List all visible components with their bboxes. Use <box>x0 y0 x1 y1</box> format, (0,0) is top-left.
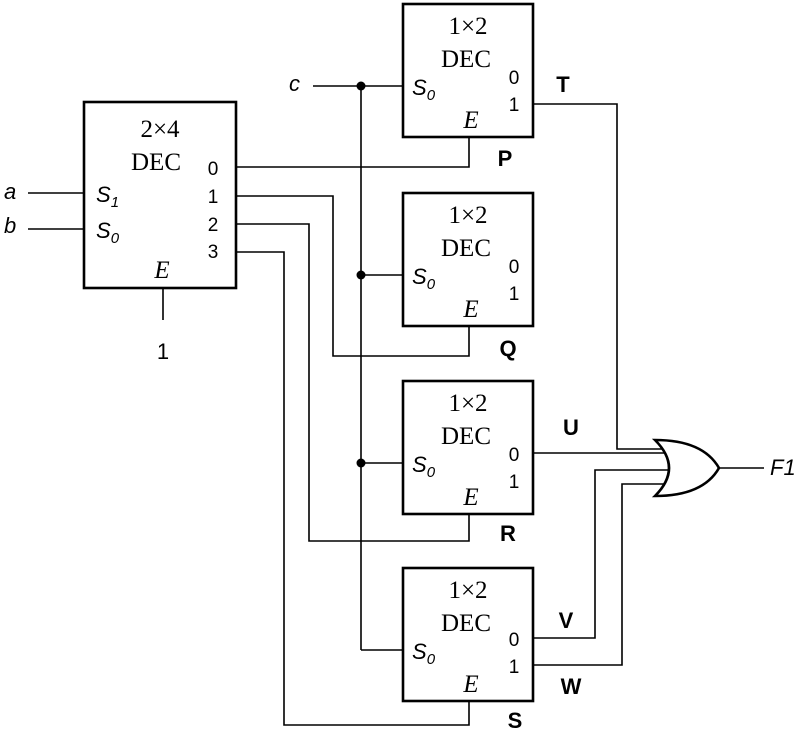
decoder-2x4-out1: 1 <box>208 187 219 208</box>
decoder-r-enable: E <box>462 484 478 511</box>
decoder-r-s0: S0 <box>412 452 436 481</box>
decoder-2x4-enable: E <box>153 257 169 284</box>
junction-dot <box>356 81 366 91</box>
decoder-r-out0: 0 <box>509 445 520 466</box>
decoder-2x4-title-dec: DEC <box>131 149 181 176</box>
decoder-r-out1: 1 <box>509 472 520 493</box>
decoder-r-title-size: 1×2 <box>448 390 487 417</box>
decoder-s-out0: 0 <box>509 630 520 651</box>
decoder-q-label: Q <box>499 336 516 361</box>
decoder-s: 1×2 DEC 0 1 S0 E S <box>401 566 535 733</box>
decoder-p-s0: S0 <box>412 75 436 104</box>
junction-dot <box>356 458 366 468</box>
decoder-p-box <box>401 2 535 139</box>
wire-out1-to-q-enable <box>236 195 470 357</box>
decoder-p-out0: 0 <box>509 68 520 89</box>
wire-V <box>533 469 672 639</box>
decoder-q-title-dec: DEC <box>441 235 491 262</box>
decoder-2x4-out2: 2 <box>208 215 219 236</box>
or-gate <box>651 438 721 498</box>
signal-T-label: T <box>556 72 570 97</box>
decoder-s-title-size: 1×2 <box>448 577 487 604</box>
input-a-label: a <box>4 179 16 204</box>
wires <box>28 85 764 726</box>
decoder-s-title-dec: DEC <box>441 610 491 637</box>
decoder-2x4-s1: S1 <box>96 182 119 211</box>
decoder-2x4-box <box>82 100 238 290</box>
decoder-r-title-dec: DEC <box>441 423 491 450</box>
decoder-p: 1×2 DEC 0 1 S0 E P <box>401 2 535 171</box>
input-c-label: c <box>289 71 300 96</box>
signal-V-label: V <box>559 608 574 633</box>
decoder-p-out1: 1 <box>509 95 520 116</box>
signal-W-label: W <box>561 674 582 699</box>
decoder-q-box <box>401 191 535 328</box>
decoder-q-s0: S0 <box>412 264 436 293</box>
output-F1-label: F1 <box>770 455 796 480</box>
decoder-r: 1×2 DEC 0 1 S0 E R <box>401 379 535 546</box>
signal-U-label: U <box>563 415 579 440</box>
decoder-q-enable: E <box>462 296 478 323</box>
decoder-q-out1: 1 <box>509 284 520 305</box>
decoder-2x4-out0: 0 <box>208 159 219 180</box>
junction-dot <box>356 270 366 280</box>
decoder-p-enable: E <box>462 107 478 134</box>
decoder-s-label: S <box>508 708 523 733</box>
decoder-2x4-s0: S0 <box>96 218 120 247</box>
decoder-r-box <box>401 379 535 516</box>
decoder-q-title-size: 1×2 <box>448 202 487 229</box>
decoder-p-label: P <box>498 146 513 171</box>
decoder-2x4-out3: 3 <box>208 242 219 263</box>
decoder-p-title-size: 1×2 <box>448 13 487 40</box>
wire-out2-to-r-enable <box>236 223 470 542</box>
decoder-p-title-dec: DEC <box>441 46 491 73</box>
decoder-r-label: R <box>500 521 516 546</box>
decoder-q-out0: 0 <box>509 257 520 278</box>
input-b-label: b <box>4 213 16 238</box>
wire-T <box>533 103 668 450</box>
decoder-s-out1: 1 <box>509 657 520 678</box>
decoder-s-s0: S0 <box>412 639 436 668</box>
junctions <box>356 81 366 468</box>
decoder-2x4-title-size: 2×4 <box>140 116 180 143</box>
wire-W <box>533 483 668 666</box>
wire-out3-to-s-enable <box>236 251 470 726</box>
decoder-q: 1×2 DEC 0 1 S0 E Q <box>401 191 535 361</box>
decoder-s-box <box>401 566 535 703</box>
wire-out0-to-p-enable <box>236 137 470 168</box>
enable-value-label: 1 <box>157 339 169 364</box>
decoder-s-enable: E <box>462 671 478 698</box>
decoder-2x4: 2×4 DEC 0 1 2 3 S1 S0 E <box>82 100 238 290</box>
